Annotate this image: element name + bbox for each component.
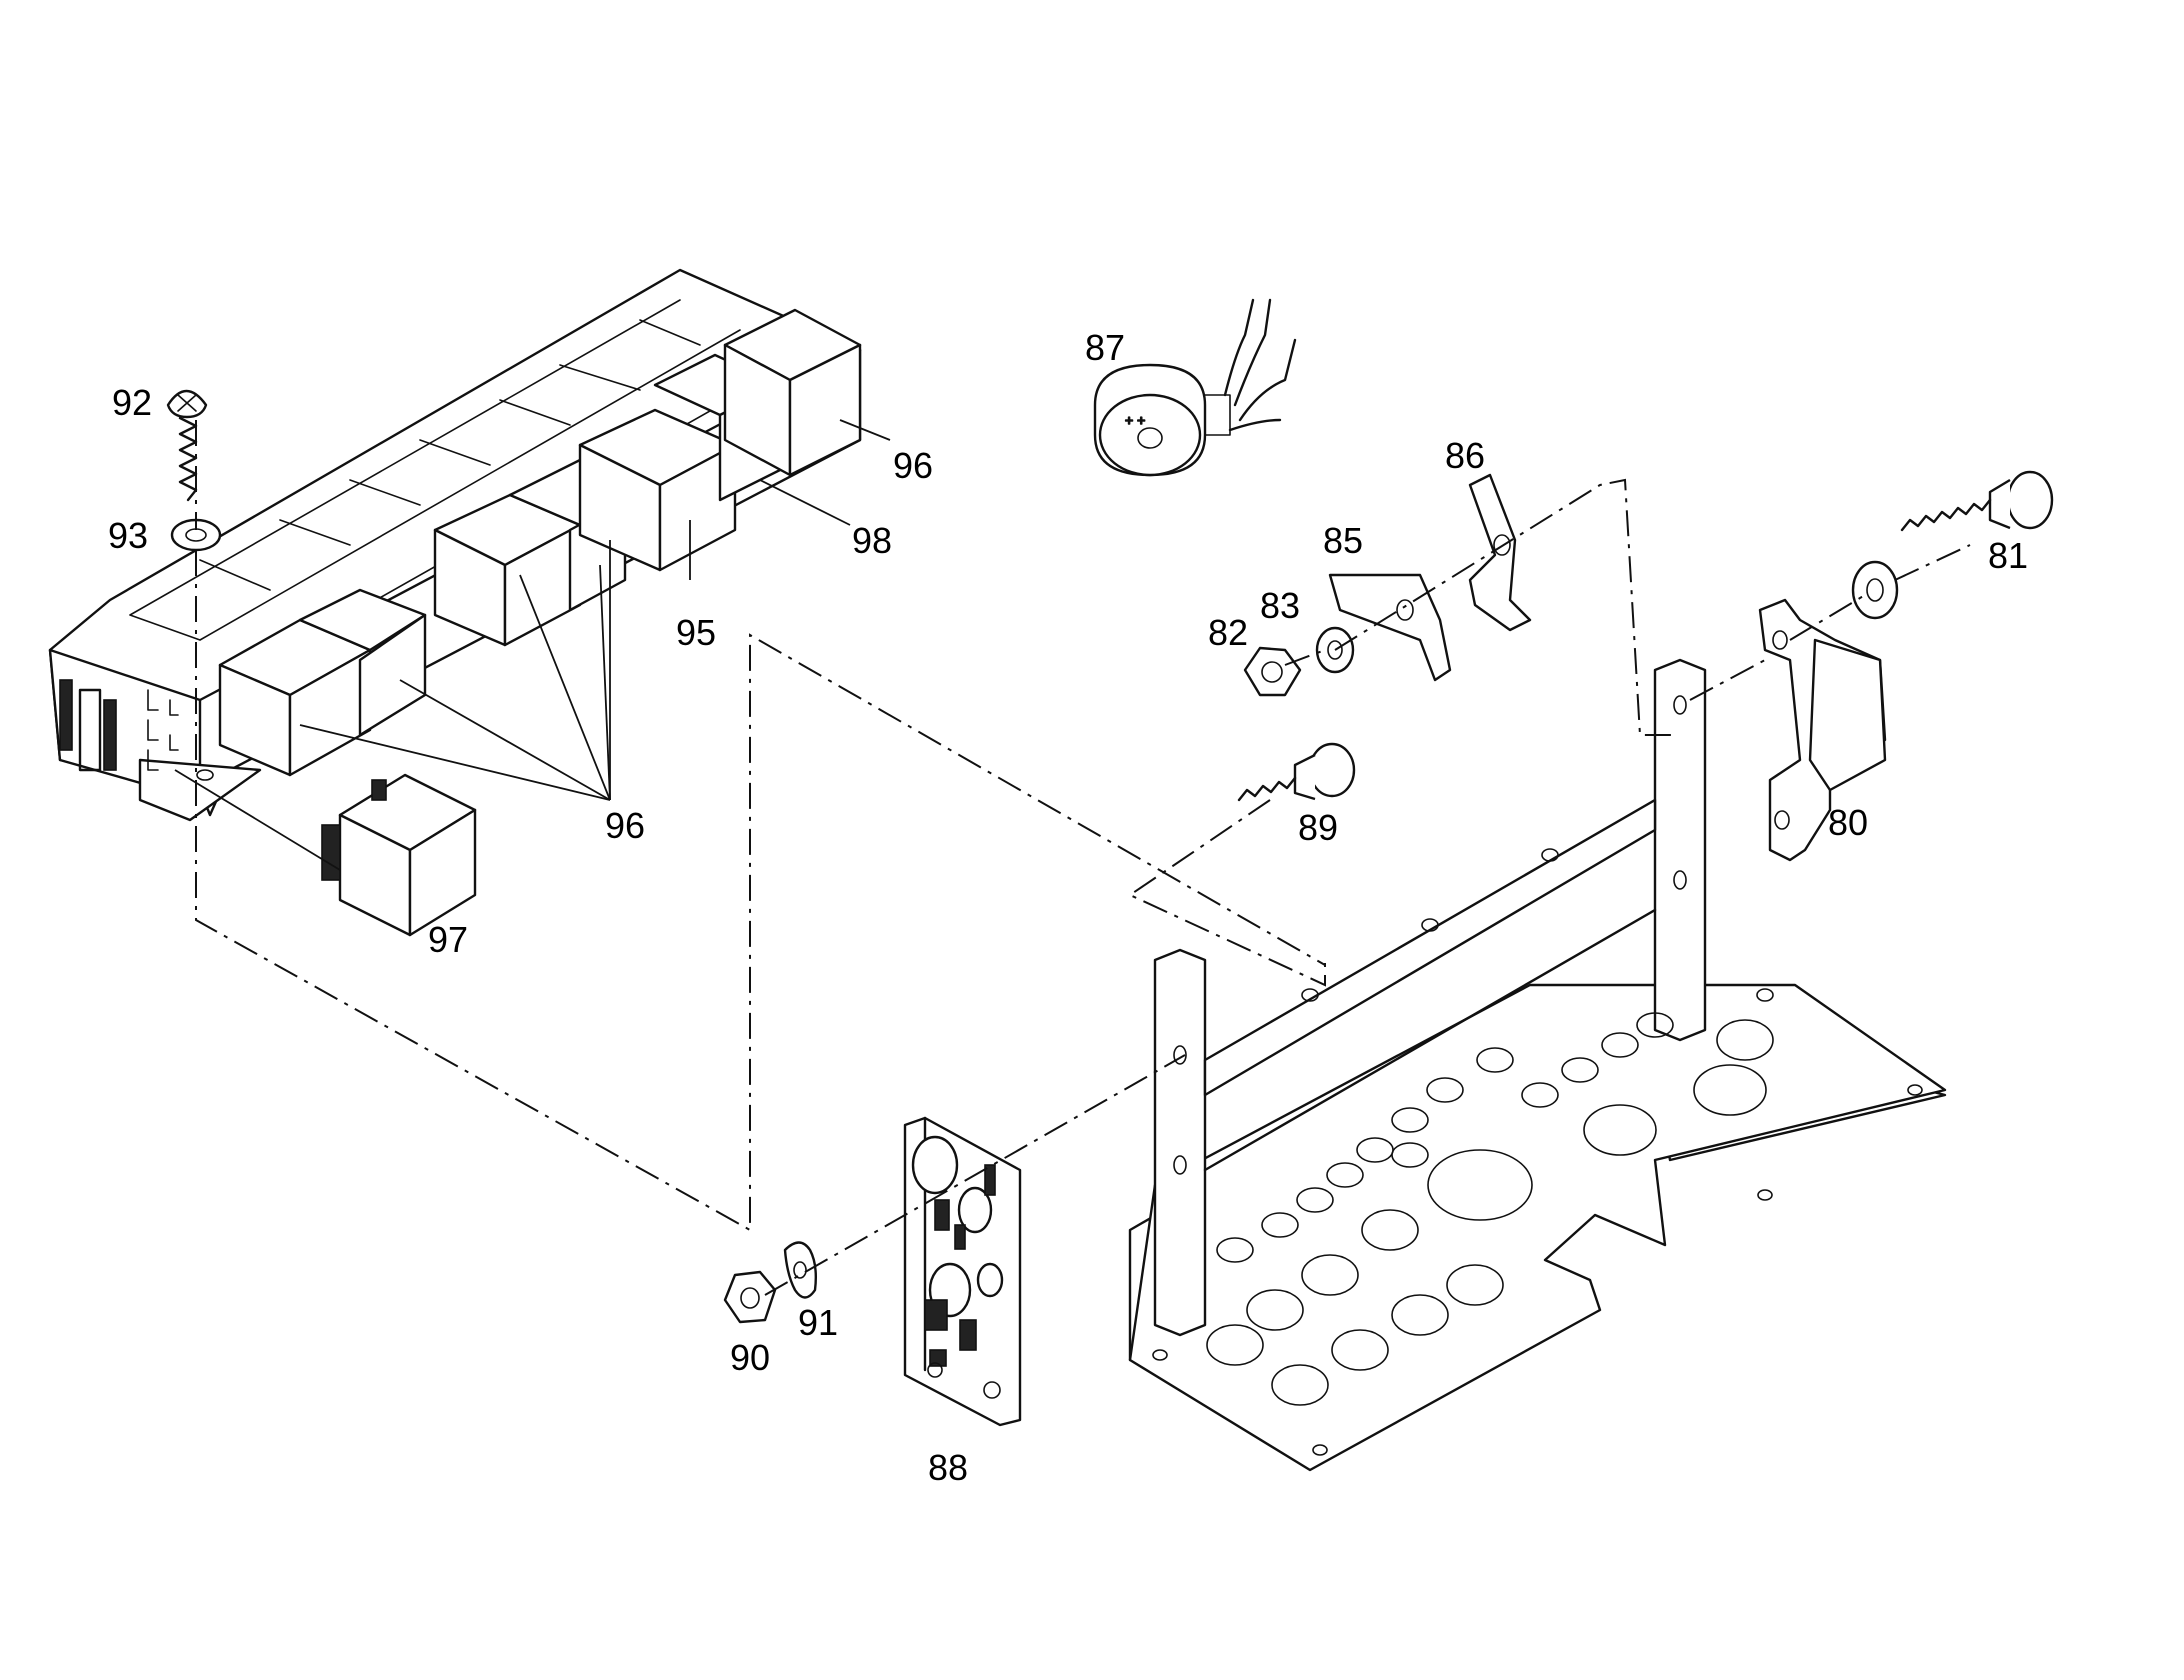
nut-82 — [1243, 646, 1302, 697]
callout-97: 97 — [428, 919, 468, 960]
callout-80: 80 — [1828, 802, 1868, 843]
mounting-chassis — [1128, 658, 1947, 1472]
screw-81 — [1900, 470, 2054, 532]
screw-89 — [1237, 742, 1356, 802]
callout-labels: 92 93 87 96 98 95 86 85 83 82 81 89 80 9… — [108, 327, 2028, 1488]
callout-92: 92 — [112, 382, 152, 423]
callout-96-front: 96 — [605, 805, 645, 846]
nut-90 — [723, 1270, 777, 1324]
callout-88: 88 — [928, 1447, 968, 1488]
relay-97 — [321, 773, 477, 937]
callout-81: 81 — [1988, 535, 2028, 576]
relay-96-rear — [723, 308, 862, 477]
connector-87: + + — [1093, 298, 1297, 477]
screw-92 — [166, 389, 208, 502]
callout-89: 89 — [1298, 807, 1338, 848]
callout-93: 93 — [108, 515, 148, 556]
callout-85: 85 — [1323, 520, 1363, 561]
relay-96-front-1 — [218, 618, 372, 777]
bracket-80 — [1758, 598, 1887, 862]
bracket-85 — [1328, 573, 1452, 682]
callout-95: 95 — [676, 612, 716, 653]
relay-96-front-3 — [433, 493, 582, 647]
base-plate-holes — [1152, 988, 1923, 1456]
callout-pointers — [174, 419, 891, 871]
callout-91: 91 — [798, 1302, 838, 1343]
callout-90: 90 — [730, 1337, 770, 1378]
callout-82: 82 — [1208, 612, 1248, 653]
washer-81 — [1851, 560, 1899, 620]
callout-83: 83 — [1260, 585, 1300, 626]
svg-text:+ +: + + — [1125, 412, 1145, 428]
assembly-lines — [195, 420, 1971, 1296]
relay-block-assembly — [48, 268, 862, 822]
relay-95 — [578, 408, 737, 572]
bracket-86 — [1468, 473, 1532, 632]
circuit-board-88 — [903, 1116, 1022, 1427]
callout-87: 87 — [1085, 327, 1125, 368]
callout-86: 86 — [1445, 435, 1485, 476]
callout-98: 98 — [852, 520, 892, 561]
washer-91 — [783, 1241, 818, 1299]
callout-96-rear: 96 — [893, 445, 933, 486]
